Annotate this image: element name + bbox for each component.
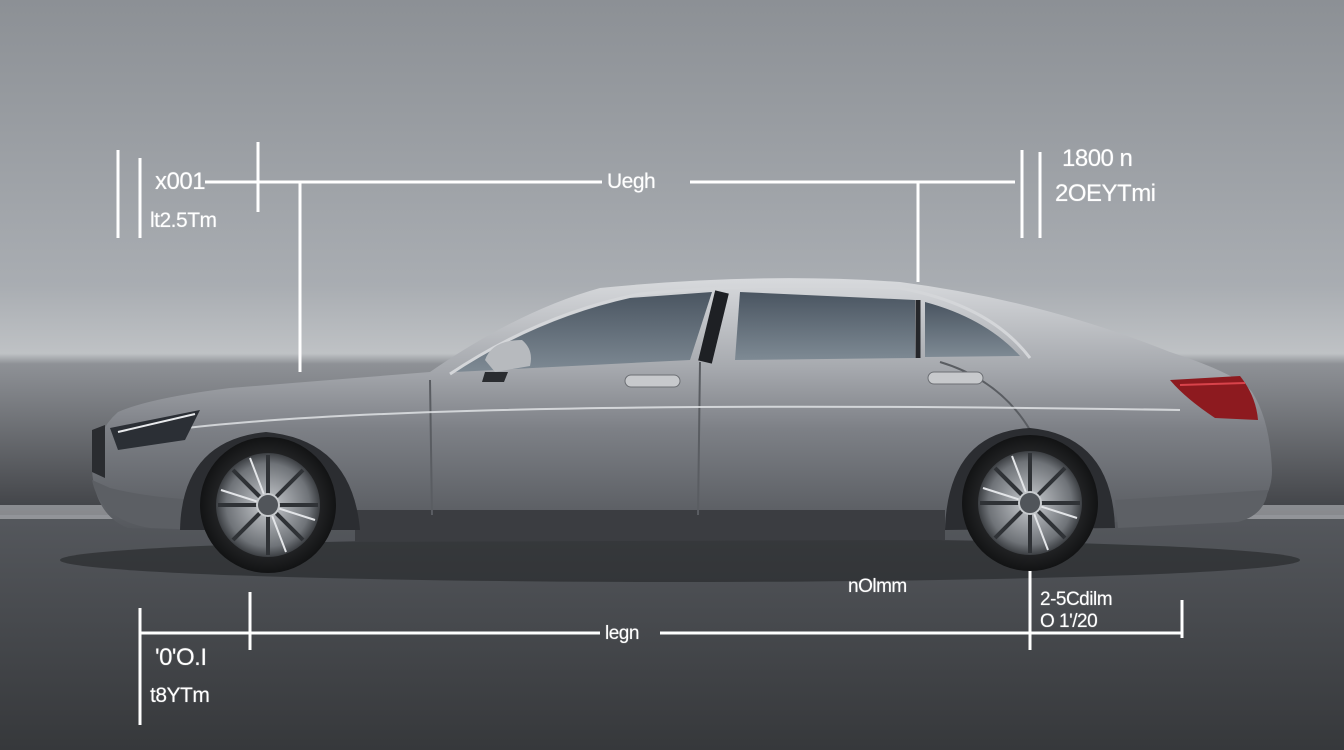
top-center-label: Uegh (607, 170, 656, 193)
bottom-left-label-1: '0'O.I (155, 644, 207, 671)
bottom-right-label-1: 2-5Cdilm (1040, 589, 1113, 610)
bottom-left-label-2: t8YTm (150, 684, 210, 707)
bottom-center-label: nOlmm (848, 576, 907, 597)
bottom-center-length-label: legn (605, 623, 639, 644)
bottom-dimension-lines (138, 560, 1184, 725)
top-right-label-1: 1800 n (1062, 145, 1133, 172)
rear-wheel (962, 435, 1098, 571)
sedan-car (92, 278, 1272, 573)
top-left-label-1: x001 (155, 168, 206, 195)
top-left-label-2: lt2.5Tm (150, 209, 217, 232)
top-right-label-2: 2OEYTmi (1055, 180, 1156, 207)
top-dimension-lines (116, 142, 1042, 372)
bottom-right-label-2: O 1'/20 (1040, 611, 1098, 632)
front-wheel (200, 437, 336, 573)
